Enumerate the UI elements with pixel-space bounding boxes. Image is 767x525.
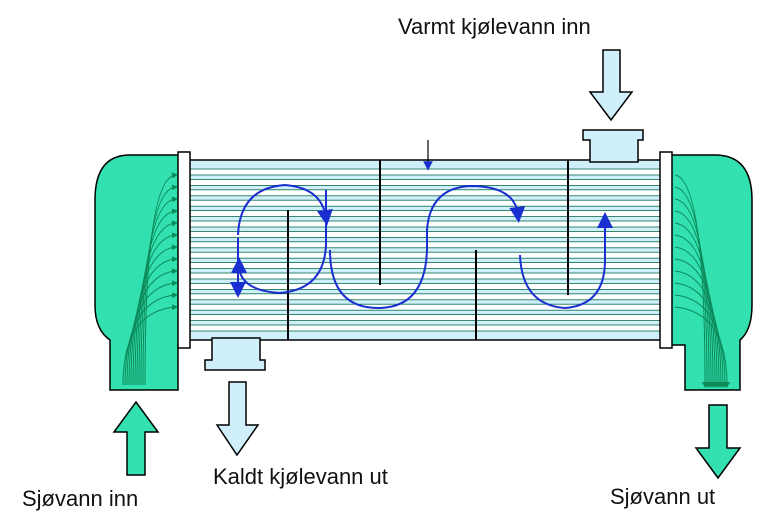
label-seawater-out: Sjøvann ut	[610, 484, 716, 509]
label-hot-coolant-in: Varmt kjølevann inn	[398, 14, 591, 39]
seawater-inlet-flow-line	[138, 208, 178, 386]
seawater-inlet-flow-line	[122, 304, 178, 386]
seawater-inlet-flow-line	[134, 232, 178, 386]
tube	[184, 178, 664, 186]
right-water-box	[667, 154, 753, 391]
shell-flow-path-1	[329, 184, 526, 310]
tube	[184, 168, 664, 176]
seawater-inlet-flow-line	[132, 244, 178, 386]
cold-coolant-out-arrow	[215, 381, 260, 457]
shell-flow-path-3	[237, 183, 333, 236]
tube	[184, 210, 664, 218]
seawater-outlet-flow-line	[674, 306, 730, 388]
seawater-outlet-flow-line	[674, 258, 722, 388]
left-tube-sheet	[177, 151, 191, 349]
coolant-outlet-nozzle	[204, 337, 266, 371]
baffles	[287, 160, 569, 340]
seawater-inlet-flow-line	[124, 292, 178, 386]
seawater-in-arrow	[112, 400, 160, 476]
seawater-inlet-flow-line	[136, 220, 178, 386]
tube	[184, 262, 664, 270]
seawater-out-arrow	[694, 404, 742, 480]
seawater-inlet-flow-line	[128, 268, 178, 386]
seawater-outlet-flow-line	[674, 294, 728, 388]
label-cold-coolant-out: Kaldt kjølevann ut	[213, 464, 388, 489]
tube	[184, 303, 664, 311]
left-water-box	[94, 154, 181, 391]
seawater-head-flows	[122, 172, 730, 388]
seawater-outlet-flow-line	[674, 234, 718, 388]
tube	[184, 199, 664, 207]
tube	[184, 241, 664, 249]
right-tube-sheet	[659, 151, 673, 349]
coolant-inlet-nozzle	[582, 129, 644, 163]
seawater-outlet-flow-line	[674, 198, 712, 388]
seawater-outlet-flow-line	[674, 270, 724, 388]
seawater-outlet-flow-line	[674, 282, 726, 388]
seawater-outlet-flow-line	[674, 222, 716, 388]
seawater-inlet-flow-line	[140, 196, 178, 386]
seawater-outlet-flow-line	[674, 210, 714, 388]
tube	[184, 251, 664, 259]
tube	[184, 220, 664, 228]
label-seawater-in: Sjøvann inn	[22, 486, 139, 511]
tube	[184, 324, 664, 332]
shell	[184, 159, 664, 341]
shell-flow-path	[231, 190, 327, 295]
seawater-outlet-flow-line	[674, 246, 720, 388]
hot-coolant-in-arrow	[588, 49, 634, 122]
seawater-inlet-flow-line	[130, 256, 178, 386]
tube	[184, 230, 664, 238]
tube	[184, 314, 664, 322]
shell-flow-path-2	[519, 212, 613, 310]
seawater-inlet-flow-line	[126, 280, 178, 386]
